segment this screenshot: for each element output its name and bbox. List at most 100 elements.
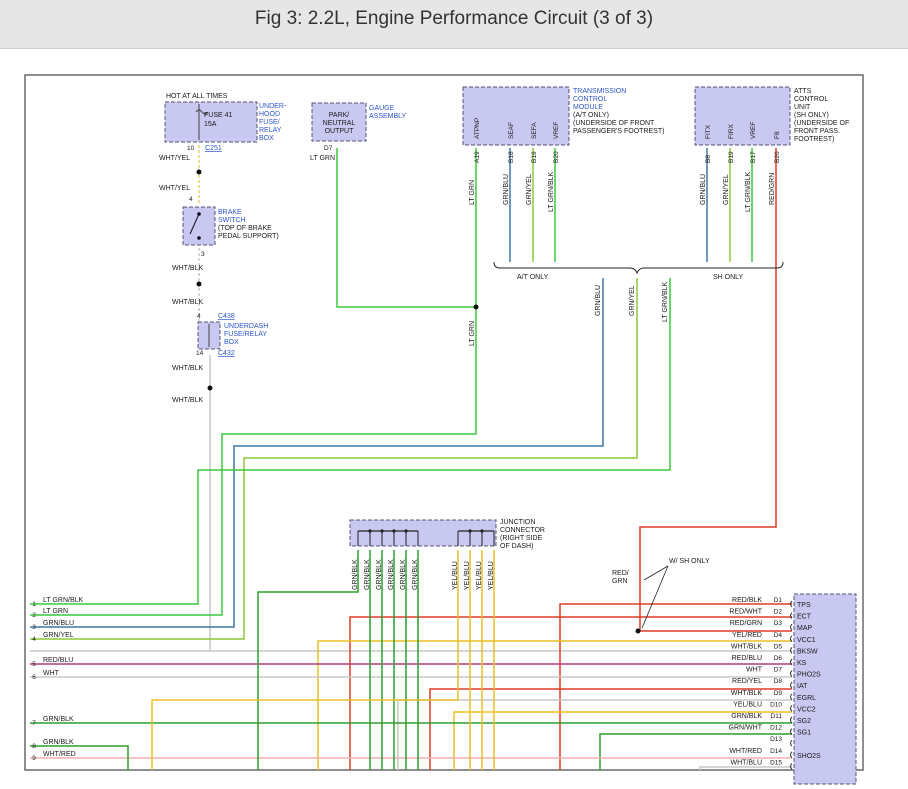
wire-pcm-d4 [317,640,792,770]
pcm-terminal-icon [790,763,793,770]
gauge-wire-label: LT GRN [310,155,335,162]
wire-pcm-d1 [559,603,792,770]
pcm-terminal-icon [790,705,793,712]
callout-arrow-2 [641,565,669,629]
junction-connector: JUNCTION CONNECTOR (RIGHT SIDE OF DASH) [349,519,545,550]
left-wire-number: 2 [32,612,36,619]
wire-pcm-d2 [349,616,792,770]
left-wire-number: 8 [32,743,36,750]
splice-dot [207,385,213,391]
splice-dot [196,169,202,175]
brake-wire-out-label: WHT/BLK [172,265,203,272]
left-wire-label: LT GRN [43,608,68,615]
pcm-wire-label: RED/GRN [730,620,762,627]
atts-label-1: ATTS [794,88,812,95]
pcm-signal-name: PHO2S [797,672,821,679]
junction-wire-6: GRN/BLK [412,559,419,590]
pcm-pin-number: D4 [774,632,783,639]
underdash-wire-out-label-1: WHT/BLK [172,365,203,372]
junction-wire-7: YEL/BLU [452,561,459,590]
pcm-wire-label: WHT/BLU [731,759,763,766]
atts-pin-num-4: B20 [774,151,781,163]
gauge-tag-2: ASSEMBLY [369,113,407,120]
wire-atts-red-grn [639,148,792,632]
mid-wire-grn-yel: GRN/YEL [629,285,636,316]
fuse-connector-id: C251 [205,145,222,152]
gauge-label-3: OUTPUT [325,128,355,135]
sh-only-label: SH ONLY [713,274,744,281]
left-wire-label: WHT/RED [43,751,76,758]
pcm-signal-name: IAT [797,683,808,690]
pcm-connector [793,593,857,785]
junction-wire-1: GRN/BLK [352,559,359,590]
atts-label-4: (SH ONLY) [794,112,829,119]
pcm-pin-number: D10 [770,701,782,708]
pcm-terminal-icon [790,658,793,666]
pcm-terminal-icon [790,623,793,631]
underdash-wire-in-label: WHT/BLK [172,299,203,306]
tcm-pin-name-3: SEFA [531,122,538,139]
pcm-signal-name: VCC2 [797,706,816,713]
figure-title-bar: Fig 3: 2.2L, Engine Performance Circuit … [0,0,908,49]
fuse-box-location-5: BOX [259,135,274,142]
junction-wire-5: GRN/BLK [400,559,407,590]
underdash-label-1: UNDERDASH [224,323,268,330]
tcm-pin-num-1: A19 [474,151,481,163]
wire-junction-1 [257,550,359,770]
junction-label-2: CONNECTOR [500,527,545,534]
tcm-label-1: TRANSMISSION [573,88,626,95]
junction-wire-labels: GRN/BLK GRN/BLK GRN/BLK GRN/BLK GRN/BLK … [352,559,495,590]
left-wire-label: GRN/BLK [43,739,74,746]
switch-icon [189,213,200,235]
tcm-pin-num-3: B19 [531,151,538,163]
wire-pcm-d10 [453,711,792,770]
fuse-box-location-4: RELAY [259,127,282,134]
brake-pin-in: 4 [189,196,193,203]
pcm-wire-label: RED/BLU [732,655,762,662]
left-wire-number: 7 [32,720,36,727]
fuse-box-location-1: UNDER- [259,103,287,110]
tcm-wire-1: LT GRN [469,180,476,205]
pcm-terminal-icon [790,728,793,735]
brake-switch: 4 BRAKE SWITCH (TOP OF BRAKE PEDAL SUPPO… [182,196,279,258]
wire-grn-yel [30,278,638,640]
sh-only-callout: RED/ GRN W/ SH ONLY [612,558,710,634]
atts-pin-name-4: F8 [774,131,781,139]
pcm-pin-number: D14 [770,748,782,755]
left-wire-number: 9 [32,755,36,762]
pcm-pin-number: D3 [774,620,783,627]
brake-label-1: BRAKE [218,209,242,216]
left-wire-number: 1 [32,601,36,608]
underdash-pin-in: 4 [197,313,201,320]
pcm-pin-number: D15 [770,759,782,766]
wire-lt-grn-blk [30,278,671,605]
atts-label-5: (UNDERSIDE OF [794,120,849,127]
splice-dot [473,304,479,310]
underhood-fuse-box: HOT AT ALL TIMES FUSE 41 15A UNDER- HOOD… [159,93,287,162]
brake-label-2: SWITCH [218,217,246,224]
fuse-rating: 15A [204,121,217,128]
tcm-wire-2: GRN/BLU [503,174,510,205]
left-wire-number: 3 [32,624,36,631]
atts-pin-name-2: FIRX [728,124,735,139]
pcm-terminal-icon [790,647,793,654]
junction-label-3: (RIGHT SIDE [500,535,543,542]
atts-pin-num-3: B17 [750,151,757,163]
pcm-wire-label: RED/WHT [729,609,762,616]
pcm-wire-label: WHT [746,667,763,674]
pcm-signal-name: TPS [797,602,811,609]
tcm-wire-4: LT GRN/BLK [548,171,555,212]
pcm-terminal-icon [790,612,793,619]
figure-title: Fig 3: 2.2L, Engine Performance Circuit … [254,8,654,29]
left-wire-label: LT GRN/BLK [43,597,84,604]
tcm-label-6: PASSENGER'S FOOTREST) [573,128,664,135]
sh-note-text: W/ SH ONLY [669,558,710,565]
pcm-signal-name: VCC1 [797,637,816,644]
brake-pin-out: 3 [201,251,205,258]
pcm-signal-name: BKSW [797,648,818,655]
brake-label-4: PEDAL SUPPORT) [218,233,279,240]
pcm-terminal-icon [790,716,793,724]
option-bracket [493,261,784,275]
tcm-pin-name-4: VREF [553,122,560,139]
